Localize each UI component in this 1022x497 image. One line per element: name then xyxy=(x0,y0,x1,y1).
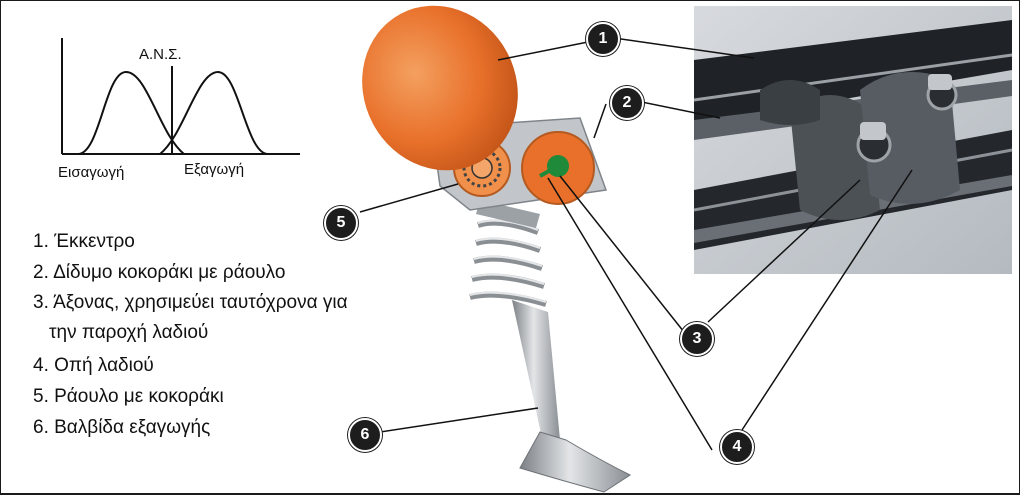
legend-item-cam: 1. Έκκεντρο xyxy=(33,231,135,253)
legend-item-shaft: 3. Άξονας, χρησιμεύει ταυτόχρονα για xyxy=(33,292,348,314)
valve-assembly xyxy=(470,200,630,492)
legend-item-oil-hole: 4. Οπή λαδιού xyxy=(33,355,154,377)
callout-1: 1 xyxy=(586,22,620,56)
legend-item-valve: 6. Βαλβίδα εξαγωγής xyxy=(33,417,210,439)
exhaust-label: Εξαγωγή xyxy=(184,161,244,178)
intake-label: Εισαγωγή xyxy=(58,164,124,181)
callout-4: 4 xyxy=(720,430,754,464)
tdc-label: Α.Ν.Σ. xyxy=(139,46,182,63)
legend-item-roller: 5. Ράουλο με κοκοράκι xyxy=(33,386,224,408)
callout-5: 5 xyxy=(324,206,358,240)
legend-item-rocker: 2. Δίδυμο κοκοράκι με ράουλο xyxy=(33,262,285,284)
callout-6: 6 xyxy=(348,418,382,452)
photo-inset xyxy=(694,6,1012,274)
exhaust-curve xyxy=(160,72,268,154)
intake-curve xyxy=(78,72,184,154)
callout-3: 3 xyxy=(680,322,714,356)
callout-2: 2 xyxy=(610,86,644,120)
legend-item-shaft-cont: την παροχή λαδιού xyxy=(49,322,208,344)
